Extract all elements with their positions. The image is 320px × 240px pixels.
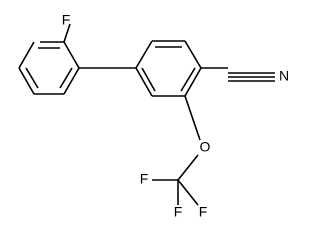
- bond-cf3-f-right: [177, 179, 199, 206]
- fluorine-label-top: F: [62, 12, 71, 28]
- bond-r1-5: [18, 67, 35, 95]
- bond-ring2-double-2: [180, 67, 196, 92]
- bond-o-cf3: [177, 154, 199, 181]
- bond-c-o: [184, 95, 201, 141]
- bond-r1-2: [63, 41, 80, 69]
- fluorine-label-left: F: [140, 171, 149, 187]
- bond-r1-3: [63, 67, 80, 95]
- bond-ring2-double-3: [141, 67, 156, 92]
- bond-r1-double-2: [59, 67, 73, 89]
- fluorine-label-right: F: [199, 204, 208, 220]
- chemical-structure-diagram: F N O F F F: [18, 12, 289, 220]
- bond-ring2-3: [184, 67, 202, 97]
- nitrogen-label: N: [279, 68, 289, 84]
- bond-c-f: [63, 23, 71, 43]
- bond-ring2-6: [135, 40, 153, 69]
- fluorine-label-bottom: F: [174, 204, 183, 220]
- oxygen-label: O: [200, 139, 211, 155]
- bond-ring2-2: [184, 40, 202, 69]
- benzonitrile-ring: [135, 40, 202, 97]
- bond-r1-double-3: [25, 67, 39, 89]
- bond-ring2-5: [135, 67, 153, 97]
- fluorophenyl-ring-drawn: [18, 41, 80, 95]
- bond-r1-6: [18, 41, 35, 69]
